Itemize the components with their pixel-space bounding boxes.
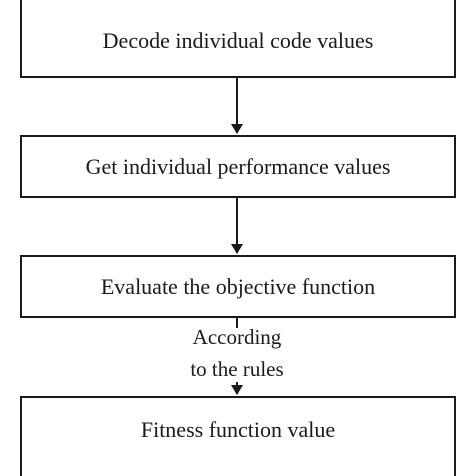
step-performance-label: Get individual performance values [85, 153, 391, 179]
step-fitness-box: Fitness function value [20, 396, 456, 476]
step-decode-box: Decode individual code values [20, 0, 456, 78]
step-objective-label: Evaluate the objective function [100, 273, 376, 299]
connector-label-line2: to the rules [190, 357, 284, 381]
step-objective-box: Evaluate the objective function [20, 255, 456, 318]
step-fitness-label: Fitness function value [140, 417, 336, 442]
step-decode-label: Decode individual code values [102, 28, 374, 53]
connector-label-line1: According [192, 325, 282, 349]
step-performance-box: Get individual performance values [20, 135, 456, 198]
